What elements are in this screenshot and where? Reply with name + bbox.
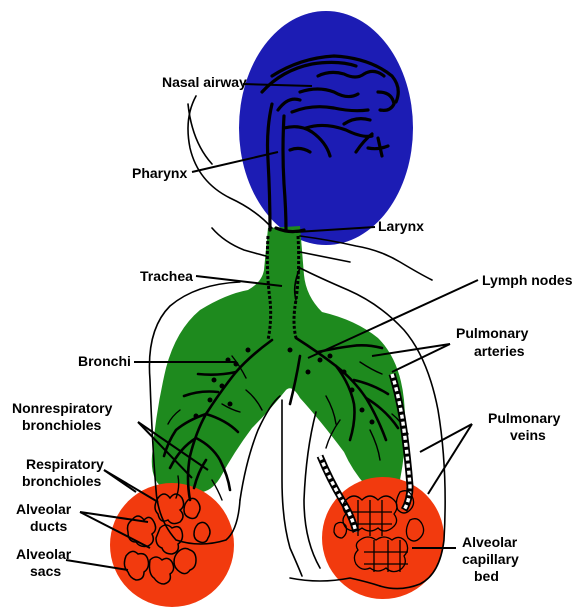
- label-larynx: Larynx: [378, 218, 424, 234]
- upper-airway-region: [239, 11, 413, 245]
- label-bronchi: Bronchi: [78, 353, 131, 369]
- label-respiratory-bronchioles-line2: bronchioles: [22, 473, 102, 489]
- label-alveolar-ducts: Alveolar ducts: [16, 501, 75, 534]
- label-alveolar-capillary-bed-line3: bed: [474, 568, 499, 584]
- label-alveolar-ducts-line1: Alveolar: [16, 501, 72, 517]
- label-alveolar-capillary-bed-line2: capillary: [462, 551, 519, 567]
- label-alveolar-ducts-line2: ducts: [30, 518, 68, 534]
- label-alveolar-capillary-bed: Alveolar capillary bed: [462, 534, 523, 584]
- label-alveolar-sacs: Alveolar sacs: [16, 546, 75, 579]
- label-pulmonary-arteries-line2: arteries: [474, 343, 525, 359]
- label-respiratory-bronchioles-line1: Respiratory: [26, 456, 104, 472]
- label-nonrespiratory-bronchioles: Nonrespiratory bronchioles: [12, 400, 116, 433]
- label-pulmonary-veins-line2: veins: [510, 427, 546, 443]
- label-pharynx: Pharynx: [132, 165, 187, 181]
- label-lymph-nodes: Lymph nodes: [482, 272, 573, 288]
- label-pulmonary-veins: Pulmonary veins: [488, 410, 564, 443]
- label-pulmonary-veins-line1: Pulmonary: [488, 410, 561, 426]
- label-alveolar-capillary-bed-line1: Alveolar: [462, 534, 518, 550]
- alveolar-region-left: [110, 483, 234, 607]
- label-alveolar-sacs-line1: Alveolar: [16, 546, 72, 562]
- label-nonrespiratory-bronchioles-line2: bronchioles: [22, 417, 102, 433]
- label-pulmonary-arteries-line1: Pulmonary: [456, 325, 529, 341]
- label-trachea: Trachea: [140, 268, 193, 284]
- label-nasal-airway: Nasal airway: [162, 74, 247, 90]
- label-pulmonary-arteries: Pulmonary arteries: [456, 325, 532, 359]
- leader-pulmonary-veins-b: [428, 424, 472, 494]
- label-respiratory-bronchioles: Respiratory bronchioles: [22, 456, 108, 489]
- label-nonrespiratory-bronchioles-line1: Nonrespiratory: [12, 400, 113, 416]
- leader-respiratory-bronchioles-b: [104, 470, 158, 502]
- label-alveolar-sacs-line2: sacs: [30, 563, 61, 579]
